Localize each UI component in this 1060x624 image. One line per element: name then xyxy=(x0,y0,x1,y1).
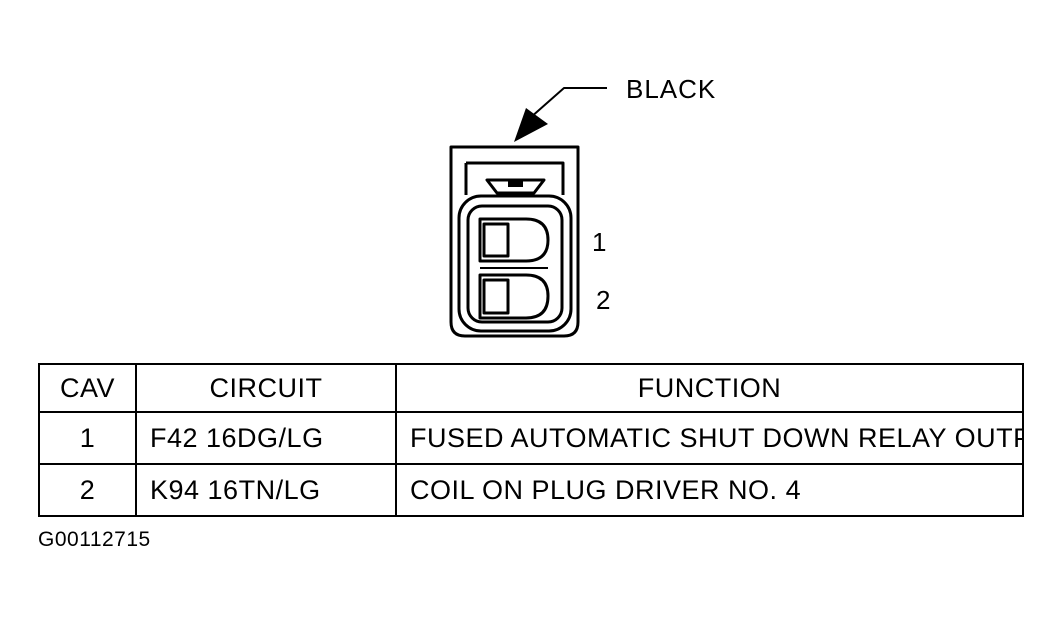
cavity-2-terminal xyxy=(482,278,510,315)
header-cav: CAV xyxy=(38,363,137,413)
table-row: 1 F42 16DG/LG FUSED AUTOMATIC SHUT DOWN … xyxy=(38,411,1024,465)
terminal-housing xyxy=(457,194,573,333)
header-function: FUNCTION xyxy=(395,363,1024,413)
cavity-1 xyxy=(478,217,550,263)
connector-color-label: BLACK xyxy=(626,74,716,104)
cell-circuit: F42 16DG/LG xyxy=(135,411,397,465)
table-row: 2 K94 16TN/LG COIL ON PLUG DRIVER NO. 4 xyxy=(38,463,1024,517)
figure-id: G00112715 xyxy=(38,528,151,551)
cell-function: COIL ON PLUG DRIVER NO. 4 xyxy=(395,463,1024,517)
pin-label-2: 2 xyxy=(596,285,610,315)
connector-diagram: BLACK 1 2 xyxy=(449,74,716,338)
callout-leader xyxy=(529,87,607,119)
connector-latch xyxy=(485,178,546,195)
header-circuit: CIRCUIT xyxy=(135,363,397,413)
cell-function: FUSED AUTOMATIC SHUT DOWN RELAY OUTPUT xyxy=(395,411,1024,465)
connector-latch-slot xyxy=(508,181,523,187)
pinout-table: CAV CIRCUIT FUNCTION 1 F42 16DG/LG FUSED… xyxy=(38,363,1024,517)
cell-circuit: K94 16TN/LG xyxy=(135,463,397,517)
cell-cav: 2 xyxy=(38,463,137,517)
pin-label-1: 1 xyxy=(592,227,606,257)
table-header-row: CAV CIRCUIT FUNCTION xyxy=(38,363,1024,413)
connector-outer-shell xyxy=(449,145,580,338)
cavity-2 xyxy=(478,273,550,320)
connector-inner-shell xyxy=(464,161,565,195)
callout-arrowhead xyxy=(514,108,548,142)
cell-cav: 1 xyxy=(38,411,137,465)
terminal-housing-inner xyxy=(466,204,564,324)
cavity-1-terminal xyxy=(482,222,510,258)
